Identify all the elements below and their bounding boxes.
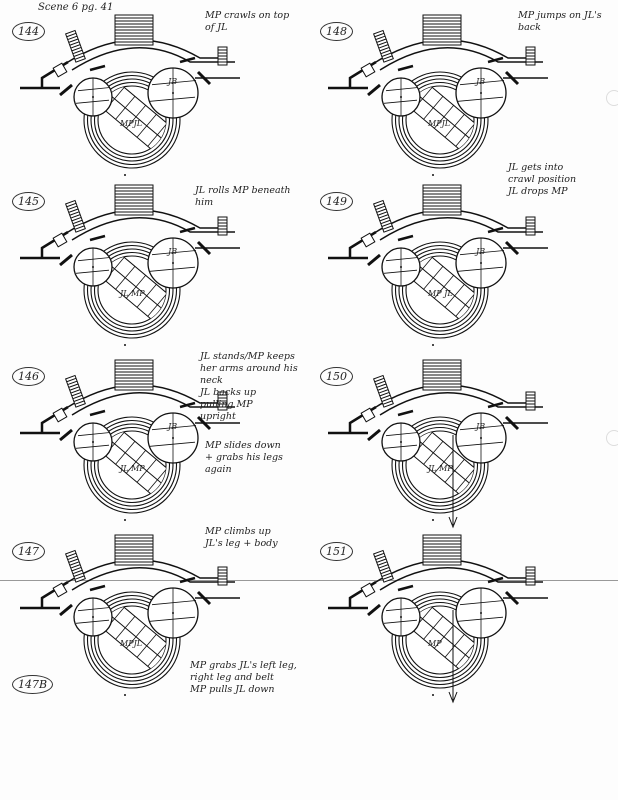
stage-diagram [20,14,240,176]
stage-note: MP grabs JL's left leg, [190,660,297,671]
stage-note: JL gets into [508,162,564,173]
stage-note: MP climbs up [205,526,271,537]
stage-note: of JL [205,22,228,33]
band-label: JL MP [120,289,145,298]
platform-label: JB [168,247,178,256]
platform-label: JB [476,77,486,86]
panel-sub-number: 147B [12,675,54,694]
band-label: MPJL [120,119,143,128]
band-label: MP JL [428,289,453,298]
stage-note: right leg and belt [190,672,274,683]
stage-note: MP crawls on top [205,10,290,21]
panel-number: 150 [320,367,353,386]
stage-note: pulling MP [200,399,253,410]
stage-note: MP slides down [205,440,281,451]
stage-diagram [328,14,548,176]
stage-note: again [205,464,232,475]
panel-number: 144 [12,22,45,41]
platform-label: JB [476,247,486,256]
platform-label: JB [168,77,178,86]
stage-note: crawl position [508,174,577,185]
stage-note: JL stands/MP keeps [200,351,295,362]
panel-number: 151 [320,542,353,561]
band-label: MP [428,639,442,648]
panel-number: 145 [12,192,45,211]
binder-hole [606,90,618,106]
stage-note: + grabs his legs [205,452,283,463]
stage-note: neck [200,375,223,386]
stage-note: back [518,22,541,33]
stage-note: JL's leg + body [205,538,278,549]
platform-label: JB [476,422,486,431]
stage-note: MP jumps on JL's [518,10,602,21]
stage-diagram [328,184,548,346]
scan-artifact-line [0,580,618,581]
binder-hole [606,430,618,446]
stage-diagram [328,534,548,704]
stage-note: JL drops MP [508,186,568,197]
panel-number: 147 [12,542,45,561]
panel-number: 146 [12,367,45,386]
stage-note: JL rolls MP beneath [195,185,291,196]
band-label: MPJL [120,639,143,648]
panel-number: 149 [320,192,353,211]
panel-number: 148 [320,22,353,41]
band-label: JL MP [428,464,453,473]
band-label: MPJL [428,119,451,128]
stage-diagram [20,534,240,696]
stage-note: JL backs up [200,387,257,398]
platform-label: JB [168,422,178,431]
stage-note: upright [200,411,236,422]
stage-diagram [20,359,240,521]
stage-note: MP pulls JL down [190,684,275,695]
stage-note: him [195,197,214,208]
stage-note: her arms around his [200,363,298,374]
band-label: JL MP [120,464,145,473]
stage-diagram [328,359,548,529]
stage-diagram [20,184,240,346]
page-title: Scene 6 pg. 41 [38,2,114,13]
